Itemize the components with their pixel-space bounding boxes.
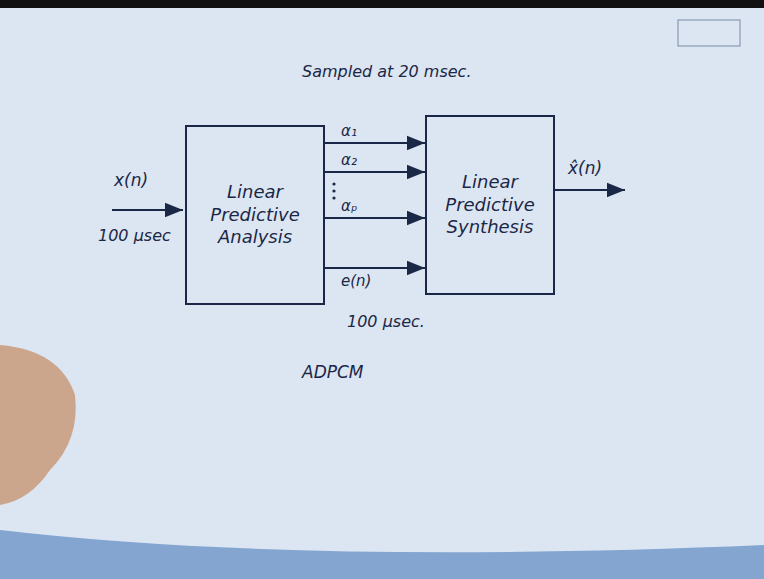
stamp <box>678 20 740 46</box>
signal-arrow <box>325 267 425 269</box>
ellipsis-dot <box>332 189 335 192</box>
top-band <box>0 0 764 8</box>
signal-name: αₚ <box>339 197 359 215</box>
signal-arrow <box>325 171 425 173</box>
signal-name: e(n) <box>339 272 373 290</box>
box-label: Linear Predictive Synthesis <box>435 171 545 239</box>
annotation: x̂(n) <box>566 158 604 178</box>
page-edge <box>0 530 764 579</box>
process-box: Linear Predictive Synthesis <box>425 115 555 295</box>
annotation: Sampled at 20 msec. <box>300 62 474 81</box>
annotation: x(n) <box>112 170 150 190</box>
hand <box>0 345 76 505</box>
signal-arrow <box>325 142 425 144</box>
annotation: 100 μsec <box>96 226 173 245</box>
signal-arrow <box>325 217 425 219</box>
annotation: ADPCM <box>300 362 366 382</box>
signal-name: α₁ <box>339 122 359 140</box>
box-label: Linear Predictive Analysis <box>195 181 315 249</box>
process-box: Linear Predictive Analysis <box>185 125 325 305</box>
annotation: 100 μsec. <box>345 312 427 331</box>
ellipsis-dot <box>332 182 335 185</box>
output-arrow <box>555 189 625 191</box>
input-arrow <box>112 209 183 211</box>
signal-name: α₂ <box>339 151 359 169</box>
ellipsis-dot <box>332 196 335 199</box>
